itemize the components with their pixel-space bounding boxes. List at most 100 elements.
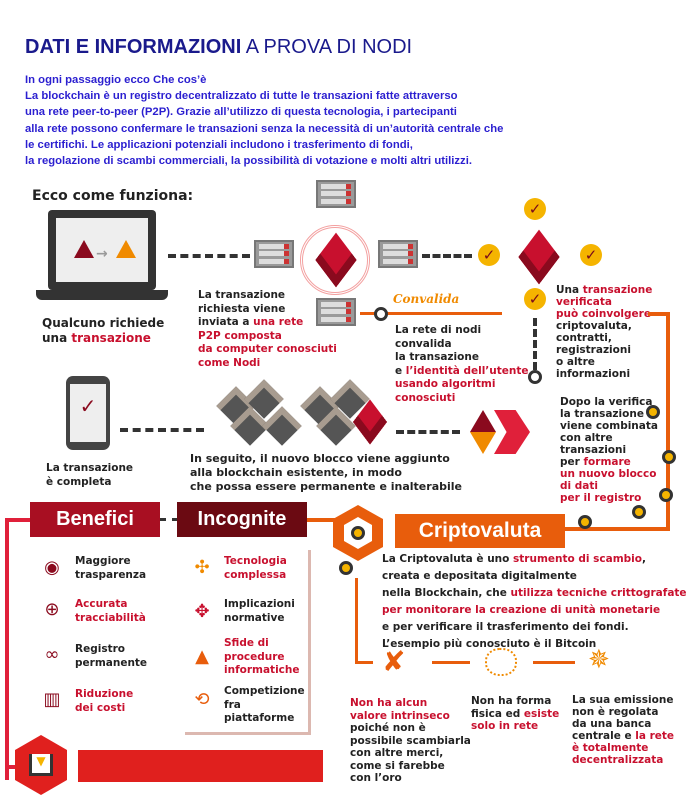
intro-text: In ogni passaggio ecco Che cos’è La bloc…	[25, 72, 503, 169]
text-line: formare	[583, 456, 631, 468]
refresh-icon: ⟲	[194, 689, 210, 710]
text-line: per monitorare la creazione di unità mon…	[382, 604, 661, 616]
text-line: Accurata	[75, 598, 128, 610]
server-icon	[254, 240, 294, 268]
connector-line	[355, 661, 373, 664]
text-line: fra	[224, 698, 241, 711]
text-line: Tecnologia	[224, 555, 287, 567]
text-line: con l’oro	[350, 772, 402, 784]
text-line: procedure	[224, 650, 285, 663]
text-line: La transazione	[46, 462, 134, 474]
connector-line	[666, 312, 670, 530]
text-line: Sfide di	[224, 637, 269, 649]
flow-line	[168, 254, 250, 258]
connector-line	[360, 312, 382, 315]
text-line: con altre merci,	[350, 747, 444, 759]
server-icon	[378, 240, 418, 268]
text-line: Riduzione	[75, 688, 134, 700]
block-cube-icon	[518, 229, 560, 285]
connector-line	[565, 527, 670, 531]
connector-line	[355, 578, 358, 663]
text-line: decentralizzata	[572, 754, 664, 766]
text-line: Competizione	[224, 685, 305, 697]
title-rest: A PROVA DI NODI	[241, 36, 413, 58]
text-line: centrale e	[572, 730, 636, 742]
text-line: richiesta viene	[198, 302, 286, 315]
text-line: viene combinata	[560, 420, 658, 432]
text-line: come si farebbe	[350, 759, 445, 772]
text-line: possibile scambiarla	[350, 734, 471, 747]
text-line: da una banca	[572, 718, 652, 730]
text-line: una rete	[253, 316, 304, 328]
text-line: e	[395, 364, 406, 377]
text-line: e per verificare il trasferimento dei fo…	[382, 621, 629, 633]
text-line: nella Blockchain, che	[382, 587, 511, 599]
incognite-box	[185, 550, 311, 735]
intro-line: le certifichi. Le applicazioni potenzial…	[25, 138, 413, 151]
connector-line	[5, 518, 9, 780]
page-title: DATI E INFORMAZIONI A PROVA DI NODI	[25, 36, 412, 59]
text-line: ,	[641, 553, 646, 565]
text-line: usando algoritmi	[395, 378, 496, 390]
text-line: informatiche	[224, 664, 300, 676]
text-line: è totalmente	[572, 742, 649, 754]
text-line: Dopo la verifica	[560, 396, 653, 408]
text-line: la transazione	[395, 351, 479, 363]
text-line: transazioni	[560, 444, 627, 456]
text-line: complessa	[224, 568, 287, 581]
title-bold: DATI E INFORMAZIONI	[25, 36, 242, 58]
footer-bar	[78, 750, 323, 782]
connector-line	[5, 518, 31, 522]
node-dot	[632, 505, 646, 519]
cloud-outline-icon	[485, 648, 517, 676]
connector-line	[648, 312, 670, 316]
text-line: creata e depositata digitalmente	[382, 570, 577, 582]
text-line: permanente	[75, 656, 148, 669]
text-line: con altre	[560, 432, 613, 444]
text-line: transazione	[582, 284, 653, 296]
tech-icon: ✣	[194, 557, 210, 578]
coin-dot	[339, 561, 353, 575]
node-dot	[578, 515, 592, 529]
intro-line: una rete peer-to-peer (P2P). Grazie all’…	[25, 106, 457, 119]
text-line: che possa essere permanente e inalterabi…	[190, 480, 462, 493]
step6-text: In seguito, il nuovo blocco viene aggiun…	[190, 452, 462, 494]
text-line: la transazione	[560, 408, 644, 420]
intro-line: La blockchain è un registro decentralizz…	[25, 90, 458, 103]
text-line: trasparenza	[75, 568, 147, 581]
text-line: come Nodi	[198, 356, 261, 369]
how-heading: Ecco come funziona:	[32, 188, 194, 204]
text-line: Non ha alcun	[350, 697, 428, 709]
server-icon	[316, 180, 356, 208]
criptovaluta-header: Criptovaluta	[395, 514, 565, 548]
text-line: da computer conosciuti	[198, 343, 337, 355]
text-line: Una	[556, 284, 583, 296]
text-line: Implicazioni	[224, 598, 295, 610]
cripto-description: La Criptovaluta è uno strumento di scamb…	[382, 551, 687, 653]
network-icon: ✵	[588, 645, 610, 675]
text-line: Registro	[75, 643, 125, 655]
no-value-icon: ✘	[382, 645, 406, 678]
node-dot	[528, 370, 542, 384]
check-icon: ✓	[478, 244, 500, 266]
text-line: una	[42, 331, 72, 345]
text-line: per il registro	[560, 492, 642, 504]
text-line: inviata a	[198, 316, 254, 328]
text-line: di dati	[560, 480, 598, 492]
flow-line	[422, 254, 472, 258]
node-dot	[659, 488, 673, 502]
text-line: verificata	[556, 296, 612, 308]
cone-icon: ▲	[195, 646, 209, 667]
